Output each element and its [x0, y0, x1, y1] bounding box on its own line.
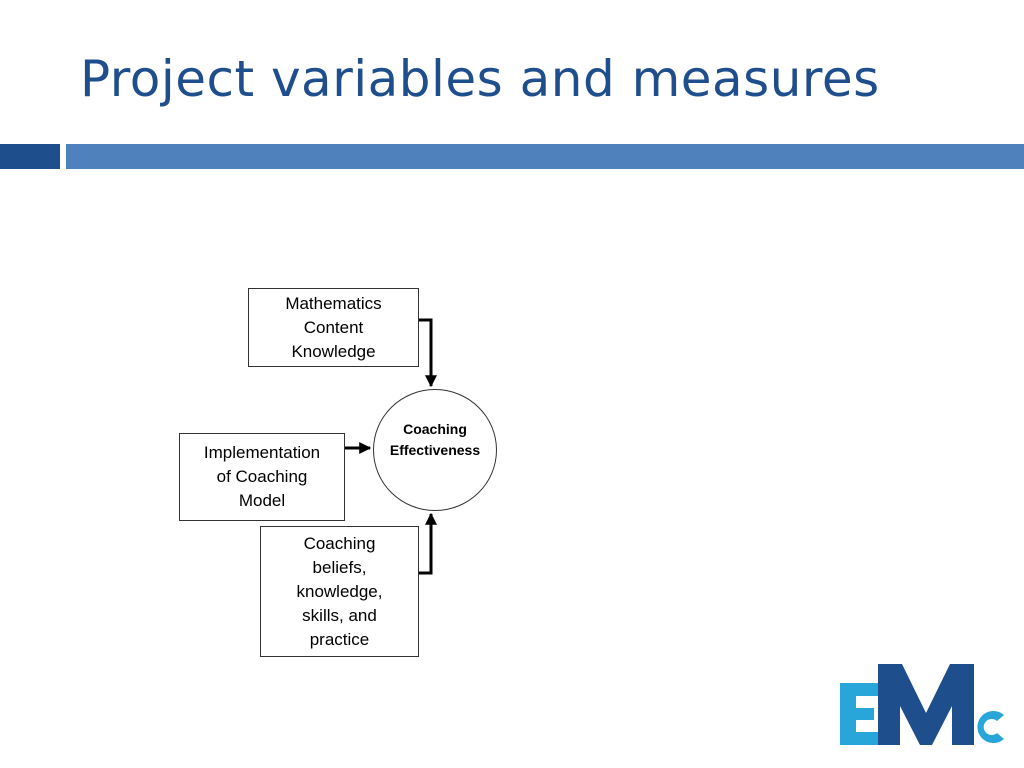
- header-accent-bar-dark: [0, 144, 60, 169]
- outcome-circle-coaching-effectiveness: Coaching Effectiveness: [373, 389, 497, 511]
- input-box-label: Coaching beliefs, knowledge, skills, and…: [296, 533, 383, 649]
- arrow-math-to-effectiveness: [419, 318, 437, 388]
- input-box-implementation: Implementation of Coaching Model: [179, 433, 345, 521]
- input-box-math-content-knowledge: Mathematics Content Knowledge: [248, 288, 419, 367]
- outcome-label: Coaching Effectiveness: [389, 421, 481, 458]
- input-box-coaching-beliefs: Coaching beliefs, knowledge, skills, and…: [260, 526, 419, 657]
- arrow-beliefs-to-effectiveness: [419, 512, 437, 575]
- input-box-label: Implementation of Coaching Model: [203, 443, 321, 510]
- emc-logo-icon: [840, 664, 1004, 745]
- input-box-label: Mathematics Content Knowledge: [285, 293, 382, 361]
- page-title: Project variables and measures: [80, 50, 880, 108]
- header-accent-bar-light: [66, 144, 1024, 169]
